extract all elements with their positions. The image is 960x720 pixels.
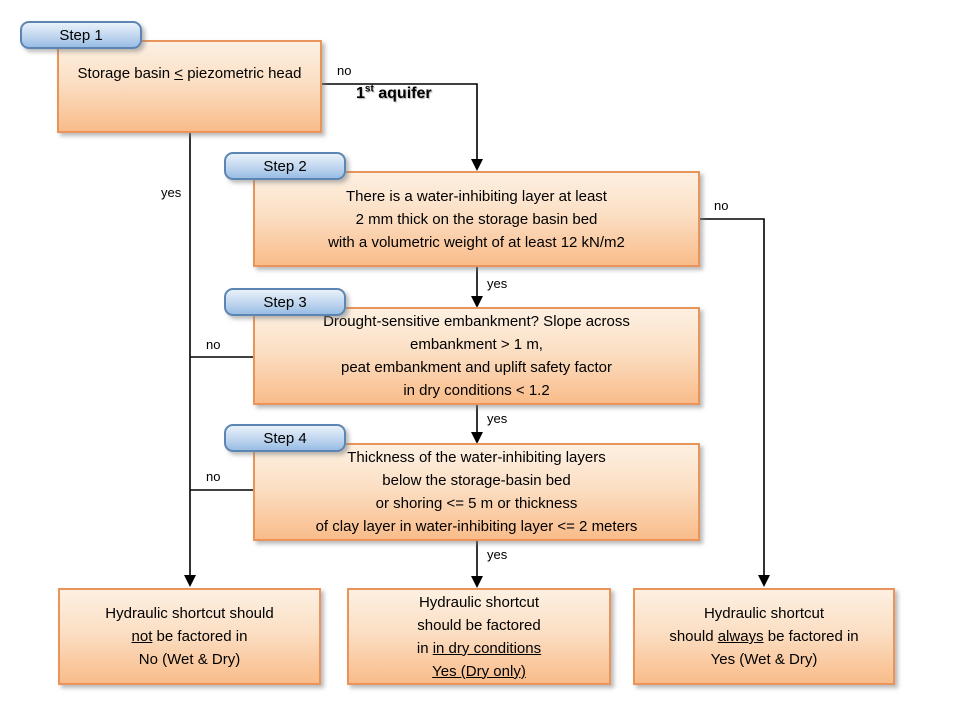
edge-label-step3-yes: yes bbox=[487, 411, 508, 426]
outcome-right-line: Yes (Wet & Dry) bbox=[710, 651, 818, 668]
step-2-box: There is a water-inhibiting layer at lea… bbox=[253, 171, 700, 267]
outcome-right-line: should always be factored in bbox=[669, 628, 859, 645]
step-1-box: Storage basin < piezometric head bbox=[57, 40, 322, 133]
outcome-middle-line: Hydraulic shortcut bbox=[418, 593, 540, 611]
outcome-middle-line: Yes (Dry only) bbox=[432, 662, 526, 680]
step-4-text-line: Thickness of the water-inhibiting layers bbox=[347, 449, 606, 466]
step-3-text-line: peat embankment and uplift safety factor bbox=[341, 359, 612, 376]
arrowhead-into-outcome-middle bbox=[471, 576, 483, 588]
outcome-left-line: Hydraulic shortcut should bbox=[105, 605, 274, 622]
arrowhead-into-step4 bbox=[471, 432, 483, 444]
outcome-left-line: not be factored in bbox=[131, 628, 248, 645]
step-3-text-line: Drought-sensitive embankment? Slope acro… bbox=[323, 313, 630, 330]
step-4-text-line: or shoring <= 5 m or thickness bbox=[375, 495, 578, 512]
edge-label-step4-yes: yes bbox=[487, 547, 508, 562]
edge-label-step4-no: no bbox=[206, 469, 221, 484]
step-4-label: Step 4 bbox=[224, 424, 346, 452]
edge-label-first-aquifer: 1st aquifer bbox=[356, 83, 432, 102]
edge-label-step2-no: no bbox=[714, 198, 729, 213]
step-2-text-line: 2 mm thick on the storage basin bed bbox=[355, 210, 598, 228]
connector-step1-no bbox=[322, 83, 478, 159]
step-4-text-line: of clay layer in water-inhibiting layer … bbox=[315, 518, 638, 535]
step-4-label-text: Step 4 bbox=[263, 429, 307, 447]
step-2-label-text: Step 2 bbox=[263, 157, 307, 175]
step-1-text: Storage basin < piezometric head bbox=[77, 65, 302, 82]
outcome-middle-line: in in dry conditions bbox=[416, 639, 542, 657]
step-3-text-line: in dry conditions < 1.2 bbox=[403, 382, 550, 399]
edge-label-step3-no: no bbox=[206, 337, 221, 352]
outcome-left-line: No (Wet & Dry) bbox=[138, 651, 241, 668]
outcome-box-right: Hydraulic shortcut should always be fact… bbox=[633, 588, 895, 685]
edge-label-step1-no: no bbox=[337, 63, 352, 78]
edge-label-step1-yes: yes bbox=[161, 185, 182, 200]
step-4-text-line: below the storage-basin bed bbox=[382, 472, 571, 489]
arrowhead-into-outcome-left bbox=[184, 575, 196, 587]
outcome-right-line: Hydraulic shortcut bbox=[703, 605, 825, 622]
step-3-box: Drought-sensitive embankment? Slope acro… bbox=[253, 307, 700, 405]
step-3-label-text: Step 3 bbox=[263, 293, 307, 311]
step-2-label: Step 2 bbox=[224, 152, 346, 180]
step-4-box: Thickness of the water-inhibiting layers… bbox=[253, 443, 700, 541]
step-1-label-text: Step 1 bbox=[59, 26, 103, 44]
step-3-label: Step 3 bbox=[224, 288, 346, 316]
arrowhead-into-outcome-right bbox=[758, 575, 770, 587]
step-3-text-line: embankment > 1 m, bbox=[410, 336, 543, 353]
outcome-box-left: Hydraulic shortcut should not be factore… bbox=[58, 588, 321, 685]
outcome-box-middle: Hydraulic shortcut should be factored in… bbox=[347, 588, 611, 685]
step-2-text-line: with a volumetric weight of at least 12 … bbox=[328, 233, 625, 251]
outcome-middle-line: should be factored bbox=[417, 616, 541, 634]
connector-step2-no bbox=[700, 218, 765, 575]
edge-label-step2-yes: yes bbox=[487, 276, 508, 291]
arrowhead-into-step3 bbox=[471, 296, 483, 308]
arrowhead-into-step2 bbox=[471, 159, 483, 171]
step-1-label: Step 1 bbox=[20, 21, 142, 49]
step-2-text-line: There is a water-inhibiting layer at lea… bbox=[346, 187, 607, 205]
